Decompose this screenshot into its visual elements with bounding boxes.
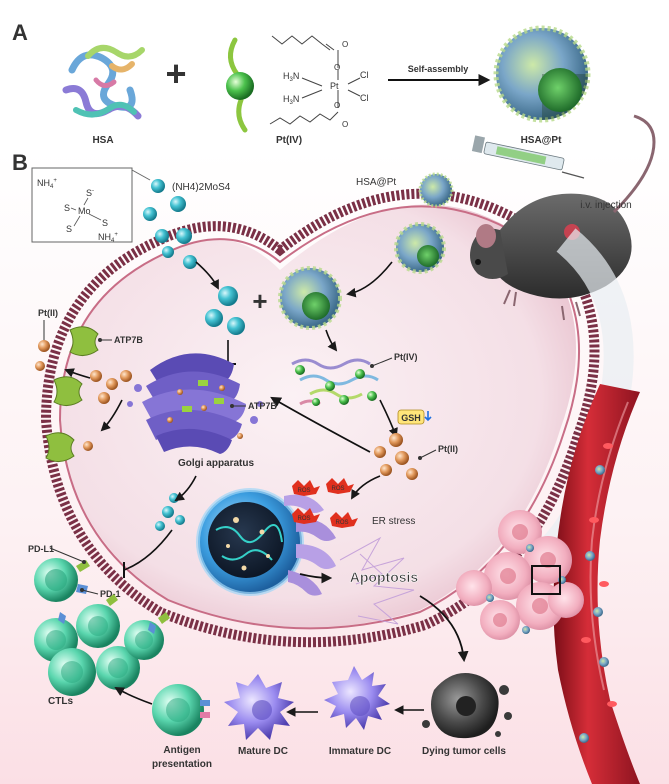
red-blood-cells	[581, 443, 617, 707]
endoplasmic-reticulum	[284, 494, 336, 596]
s-top: S-	[86, 188, 94, 198]
s-bottom: S	[66, 224, 72, 234]
down-arrow-icon	[424, 411, 432, 422]
pt2-beads-left	[35, 340, 132, 451]
hsa-pt-medium-particle	[394, 222, 446, 274]
atp7b-golgi-label: ATP7B	[248, 401, 277, 411]
pt2-to-golgi-arrow	[270, 396, 371, 453]
to-apoptosis-arrow	[299, 572, 333, 584]
tumor-tissue	[456, 510, 584, 640]
plus-sign-b: +	[252, 286, 267, 316]
pt4-label: Pt(IV)	[276, 135, 302, 146]
pt2-efflux-arrow-2	[64, 368, 91, 379]
pdl1-tumor-cell	[34, 558, 90, 602]
ros-badges	[292, 478, 358, 528]
dying-tumor-cells	[422, 673, 512, 739]
ctls-label: CTLs	[48, 696, 73, 707]
pt4-prodrug-icon	[226, 37, 254, 133]
pt4-dispersed-cluster	[291, 358, 379, 406]
er-stress-label: ER stress	[372, 516, 415, 527]
o-bottom: O	[334, 101, 340, 110]
pt2-efflux-arrow	[100, 399, 123, 432]
pdl1-inhibit-line	[123, 529, 173, 571]
pdl1-label: PD-L1	[28, 544, 54, 554]
s-left: S	[64, 203, 70, 213]
plus-sign-a: +	[165, 53, 186, 94]
pt2-left-label: Pt(II)	[38, 308, 58, 318]
pt2-right-label: Pt(II)	[438, 444, 458, 454]
ros-label-1: ROS	[297, 488, 310, 494]
immature-dc	[324, 666, 390, 730]
ctl-cluster	[34, 594, 170, 696]
particle-disassembly-arrow	[325, 329, 338, 352]
golgi-apparatus	[127, 353, 263, 454]
nucleus	[196, 488, 304, 596]
mature-dc-label: Mature DC	[238, 746, 288, 757]
hsa-pt-label-b: HSA@Pt	[356, 177, 396, 188]
gsh-label: GSH	[401, 413, 421, 423]
s-right: S	[102, 218, 108, 228]
panel-b-label: B	[12, 150, 28, 175]
pt2-to-er-arrow	[351, 475, 381, 500]
o-top: O	[342, 40, 348, 49]
pt2-beads-right	[374, 433, 418, 480]
hsa-pt-cell-particle	[278, 266, 342, 330]
mos4-structure-inset	[31, 167, 133, 243]
blood-vessel	[553, 384, 640, 784]
nh4-bottom: NH4+	[98, 232, 118, 244]
hsa-pt-nanoparticle-a	[493, 25, 591, 123]
zoom-box	[531, 565, 561, 595]
cell-background	[60, 204, 576, 628]
panel-a-label: A	[12, 20, 28, 45]
mo-atom: Mo	[78, 206, 91, 216]
particle-uptake-arrow	[346, 261, 393, 298]
presentation-label: presentation	[152, 759, 212, 770]
h3n-top: H3N	[283, 71, 299, 83]
hsa-label: HSA	[92, 135, 113, 146]
ros-label-2: ROS	[331, 486, 344, 492]
mos4-label: (NH4)2MoS4	[172, 182, 231, 193]
self-assembly-label: Self-assembly	[408, 64, 469, 74]
mature-dc	[224, 674, 294, 740]
hsa-pt-label-a: HSA@Pt	[521, 135, 563, 146]
ros-label-3: ROS	[297, 516, 310, 522]
gsh-badge	[397, 409, 425, 425]
mos4-entry-arrow	[195, 261, 219, 290]
hsa-protein-icon	[62, 44, 145, 120]
circulating-nanoparticles	[579, 465, 609, 743]
nh4-top: NH4+	[37, 178, 57, 190]
atp7b-membrane-label: ATP7B	[114, 335, 143, 345]
injection-label: i.v. injection	[580, 200, 632, 211]
pt4-cell-label: Pt(IV)	[394, 352, 418, 362]
golgi-export-arrow	[174, 475, 197, 502]
antigen-to-ctl-arrow	[114, 687, 153, 705]
antigen-label: Antigen	[163, 745, 200, 756]
cl-bottom: Cl	[360, 93, 369, 103]
apoptosis-burst	[339, 536, 415, 625]
pt-atom: Pt	[330, 81, 339, 91]
apoptosis-label: Apoptosis	[350, 569, 419, 585]
hsa-pt-small-particle	[418, 172, 454, 208]
antigen-presentation-cell	[152, 684, 210, 736]
h3n-bottom: H3N	[283, 94, 299, 106]
immature-dc-label: Immature DC	[329, 746, 391, 757]
pt4-structure	[269, 35, 361, 125]
golgi-label: Golgi apparatus	[178, 458, 255, 469]
o-bottom-2: O	[342, 120, 348, 129]
pd1-label: PD-1	[100, 589, 121, 599]
apoptosis-to-dying-arrow	[419, 595, 469, 663]
cl-top: Cl	[360, 70, 369, 80]
o-top-2: O	[334, 63, 340, 72]
ros-label-4: ROS	[335, 520, 348, 526]
syringe-icon	[471, 135, 585, 179]
dying-cells-label: Dying tumor cells	[422, 746, 506, 757]
atp7b-transporters	[45, 326, 99, 462]
